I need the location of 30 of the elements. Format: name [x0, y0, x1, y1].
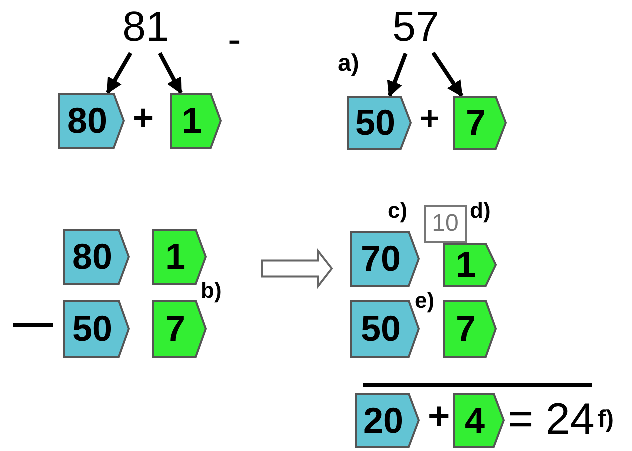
minus-sign: — — [13, 303, 53, 343]
equation-result: = 24 — [508, 398, 595, 442]
place-value-tag: 1 — [443, 243, 497, 287]
minus-sign: - — [228, 20, 242, 60]
number-text: 81 — [118, 6, 174, 48]
plus-sign: + — [428, 398, 450, 436]
place-value-tag: 50 — [347, 96, 412, 150]
step-letter: f) — [598, 408, 614, 432]
place-value-tag: 70 — [350, 231, 420, 287]
number-text: 57 — [388, 6, 444, 48]
arrow — [158, 52, 183, 94]
place-value-tag: 80 — [58, 93, 125, 149]
place-value-tag: 20 — [355, 393, 420, 448]
place-value-tag: 1 — [170, 93, 222, 149]
arrow — [106, 52, 133, 94]
plus-sign: + — [420, 102, 440, 136]
place-value-tag: 7 — [453, 96, 507, 150]
step-letter: c) — [388, 200, 408, 222]
place-value-tag: 7 — [443, 300, 497, 358]
place-value-tag: 80 — [63, 229, 130, 285]
step-letter: d) — [470, 200, 491, 222]
arrow — [387, 52, 408, 98]
place-value-tag: 50 — [63, 300, 130, 358]
step-letter: a) — [338, 52, 360, 76]
carry-box: 10 — [424, 205, 467, 243]
plus-sign: + — [133, 100, 154, 136]
block-arrow — [261, 248, 334, 290]
place-value-tag: 4 — [453, 393, 505, 448]
place-value-tag: 7 — [152, 300, 207, 358]
arrow — [432, 52, 464, 98]
